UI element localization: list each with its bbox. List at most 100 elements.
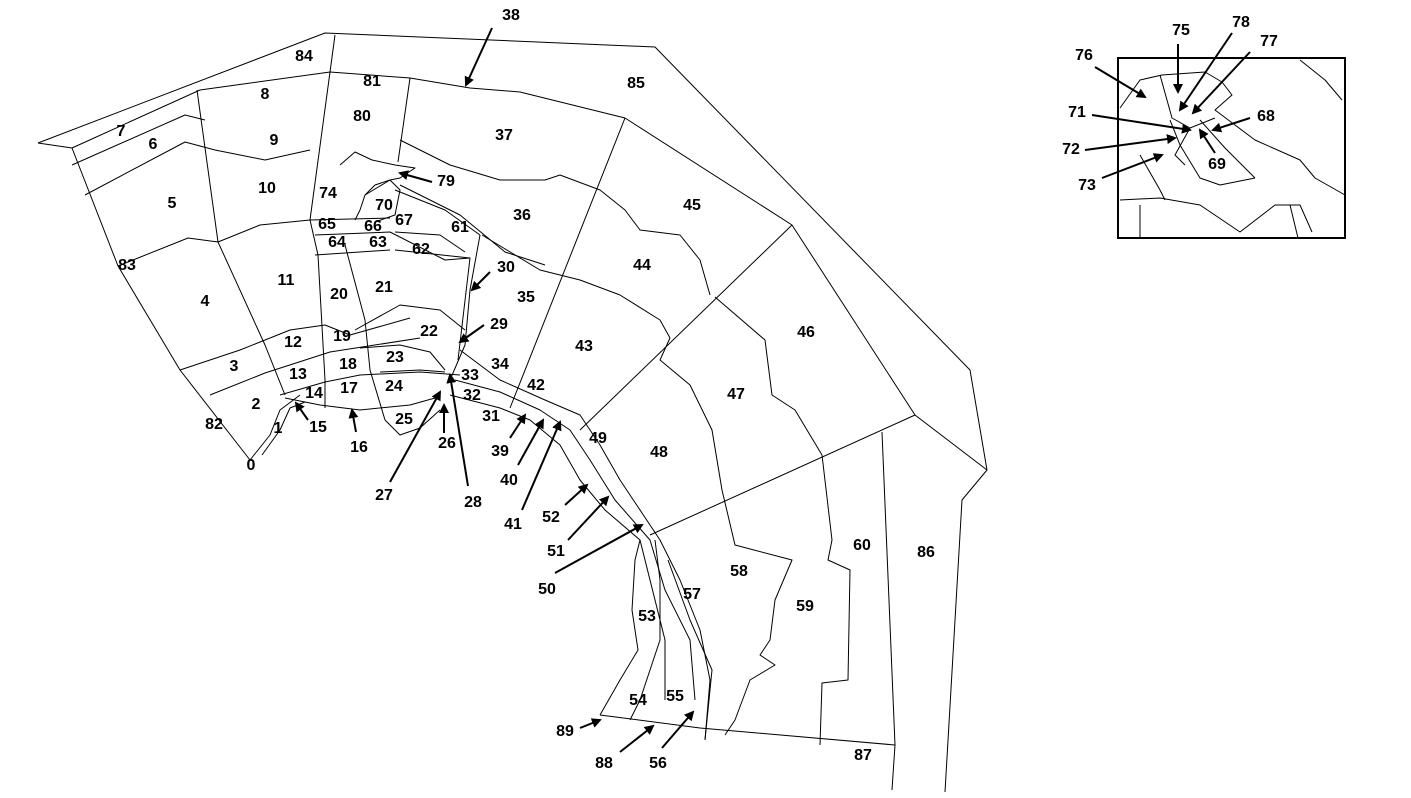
inset-frame xyxy=(1117,57,1346,239)
zone-label: 73 xyxy=(1078,177,1096,194)
arrow-30 xyxy=(470,271,491,292)
zone-label: 0 xyxy=(247,457,256,474)
zone-label: 25 xyxy=(395,411,413,428)
arrow-15 xyxy=(294,401,309,421)
channel-54 xyxy=(629,539,661,721)
zone-label: 76 xyxy=(1075,47,1093,64)
zone-label: 47 xyxy=(727,386,745,403)
arrow-88 xyxy=(619,724,655,753)
zone-label: 62 xyxy=(412,241,430,258)
zone-label: 79 xyxy=(437,173,455,190)
zone-label: 69 xyxy=(1208,156,1226,173)
channel-53 xyxy=(599,539,641,716)
zone-label: 44 xyxy=(633,257,651,274)
arrow-29 xyxy=(458,324,485,344)
radial-48-58 xyxy=(649,414,916,536)
arrow-16 xyxy=(348,408,359,433)
channel-inner xyxy=(449,394,666,700)
zone-label: 45 xyxy=(683,197,701,214)
zone-label: 21 xyxy=(375,279,393,296)
zone-label: 10 xyxy=(258,180,276,197)
inset-line-b xyxy=(1299,59,1343,101)
zone-label: 9 xyxy=(270,132,279,149)
zone-label: 15 xyxy=(309,419,327,436)
row-14 xyxy=(279,371,461,396)
inset-line-d xyxy=(1139,154,1166,201)
zone-label: 13 xyxy=(289,366,307,383)
arrow-41 xyxy=(521,420,562,511)
arrow-77 xyxy=(1191,51,1251,115)
inset-map xyxy=(1117,57,1346,239)
zone-label: 40 xyxy=(500,472,518,489)
zone-label: 83 xyxy=(118,257,136,274)
zone-label: 57 xyxy=(683,586,701,603)
zone-label: 63 xyxy=(369,234,387,251)
zone-label: 31 xyxy=(482,408,500,425)
zone-label: 11 xyxy=(278,272,295,289)
arrow-76 xyxy=(1094,66,1147,99)
zone-label: 35 xyxy=(517,289,535,306)
arrow-40 xyxy=(517,418,544,466)
zone-label: 22 xyxy=(420,323,438,340)
zone-label: 42 xyxy=(527,377,545,394)
zone-label: 29 xyxy=(490,316,508,333)
zone-label: 43 xyxy=(575,338,593,355)
zone-label: 68 xyxy=(1257,108,1275,125)
arrow-52 xyxy=(564,483,589,506)
channel-outer xyxy=(459,349,711,741)
line-47 xyxy=(659,337,793,736)
zone-label: 39 xyxy=(491,443,509,460)
zone-label: 87 xyxy=(854,747,872,764)
arrow-78 xyxy=(1178,32,1233,112)
line-35-43 xyxy=(481,234,671,339)
row-25 xyxy=(384,409,441,436)
zone-label: 84 xyxy=(295,48,313,65)
zone-label: 54 xyxy=(629,692,647,709)
outer-north-boundary xyxy=(37,32,988,793)
line-37 xyxy=(399,139,711,296)
row-24 xyxy=(379,369,446,373)
line-86 xyxy=(881,431,896,791)
arrow-56 xyxy=(661,710,695,749)
zone-label: 77 xyxy=(1260,33,1278,50)
zone-label: 55 xyxy=(666,688,684,705)
radial-81 xyxy=(397,77,411,163)
col-21 xyxy=(394,249,471,361)
radial-80 xyxy=(309,34,336,408)
line-30 xyxy=(449,234,481,381)
row-22 xyxy=(354,304,466,331)
zone-label: 2 xyxy=(252,396,261,413)
zone-label: 34 xyxy=(491,356,509,373)
zone-label: 50 xyxy=(538,581,556,598)
arrow-39 xyxy=(509,413,527,439)
line-36-44 xyxy=(399,184,546,266)
zone-label: 64 xyxy=(328,234,346,251)
zone-label: 5 xyxy=(168,195,177,212)
ring-line-83 xyxy=(37,142,251,461)
zone-label: 41 xyxy=(504,516,522,533)
zone-label: 58 xyxy=(730,563,748,580)
inset-line-e xyxy=(1159,74,1216,129)
arrow-27 xyxy=(389,390,441,483)
zone-label: 3 xyxy=(230,358,239,375)
zone-label: 70 xyxy=(375,197,393,214)
arrow-51 xyxy=(567,495,610,541)
zone-label: 4 xyxy=(201,293,210,310)
zone-label: 36 xyxy=(513,207,531,224)
zone-label: 75 xyxy=(1172,22,1190,39)
zone-label: 60 xyxy=(853,537,871,554)
arrow-69 xyxy=(1198,128,1216,154)
arrow-28 xyxy=(446,373,469,487)
island-70 xyxy=(364,179,401,223)
zone-label: 89 xyxy=(556,723,574,740)
ring-line-5 xyxy=(117,219,311,267)
zone-label: 18 xyxy=(339,356,357,373)
zone-label: 38 xyxy=(502,7,520,24)
zone-label: 49 xyxy=(589,430,607,447)
coast-2 xyxy=(261,401,306,456)
zone-label: 24 xyxy=(385,378,403,395)
row-23 xyxy=(359,344,446,371)
arrow-50 xyxy=(554,524,644,574)
zone-label: 52 xyxy=(542,509,560,526)
zone-label: 14 xyxy=(305,385,323,402)
